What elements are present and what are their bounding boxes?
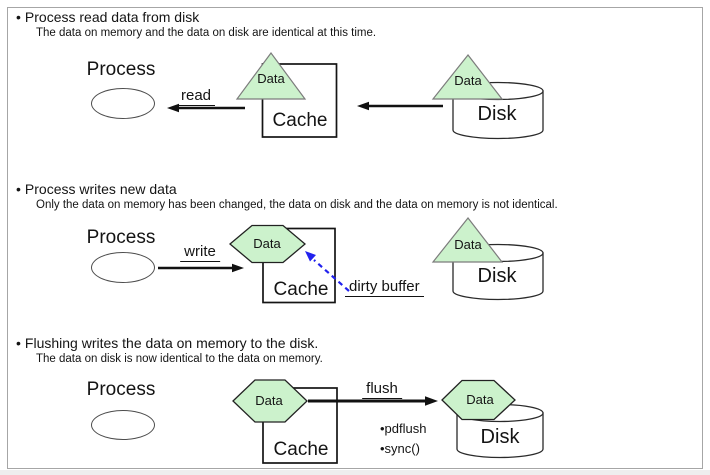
bullet-glyph: • [16,9,21,25]
data-triangle-disk-row2 [431,217,504,263]
data-label-cache-row1: Data [257,71,285,86]
image-bottom-edge [0,470,710,475]
bullet-glyph: • [16,181,21,197]
bullet-glyph: • [16,335,21,351]
dirty-buffer-arrow [305,251,350,292]
data-hexagon-disk-row3 [441,379,516,421]
write-arrow [158,263,244,273]
flush-arrow-label: flush [362,380,402,399]
data-hexagon-cache-row3 [232,379,308,423]
process-ellipse-row2 [91,252,155,283]
cylinder-body [452,90,544,140]
section3-title: • Flushing writes the data on memory to … [16,335,318,351]
figure-border [7,7,703,469]
data-triangle-disk-row1 [431,54,504,100]
mechanism-pdflush: •pdflush [380,421,427,436]
disk-label-row2: Disk [477,265,517,287]
data-label-disk-row3: Data [466,392,494,407]
section3-title-text: Flushing writes the data on memory to th… [24,335,319,351]
write-arrow-label: write [180,243,220,262]
cache-label-row3: Cache [273,439,329,460]
data-triangle-cache-row1 [235,51,307,100]
read-arrow [167,103,245,113]
section2-subtitle: Only the data on memory has been changed… [36,199,558,211]
dirty-buffer-label: dirty buffer [345,278,424,297]
disk-to-cache-arrow [357,101,443,111]
process-ellipse-row1 [91,88,155,119]
process-label-row1: Process [86,59,156,80]
flush-arrow [308,396,438,406]
section1-title: • Process read data from disk [16,9,199,25]
data-label-disk-row1: Data [454,73,482,88]
cache-label-row2: Cache [273,279,329,300]
data-label-cache-row3: Data [255,393,283,408]
section1-subtitle: The data on memory and the data on disk … [36,27,377,39]
disk-label-row1: Disk [477,103,517,125]
mechanism-sync: •sync() [380,441,420,456]
section2-title: • Process writes new data [16,181,177,197]
disk-label-row3: Disk [480,426,520,448]
process-label-row2: Process [86,227,156,248]
process-ellipse-row3 [91,410,155,440]
cache-label-row1: Cache [272,110,328,131]
process-label-row3: Process [86,379,156,400]
section3-subtitle: The data on disk is now identical to the… [36,353,323,365]
cylinder-body [452,252,544,301]
data-hexagon-cache-row2 [228,224,307,264]
cylinder-body [456,412,544,459]
data-label-cache-row2: Data [253,236,281,251]
section1-title-text: Process read data from disk [24,9,200,25]
section2-title-text: Process writes new data [24,181,177,197]
read-arrow-label: read [176,87,216,106]
data-label-disk-row2: Data [454,237,482,252]
